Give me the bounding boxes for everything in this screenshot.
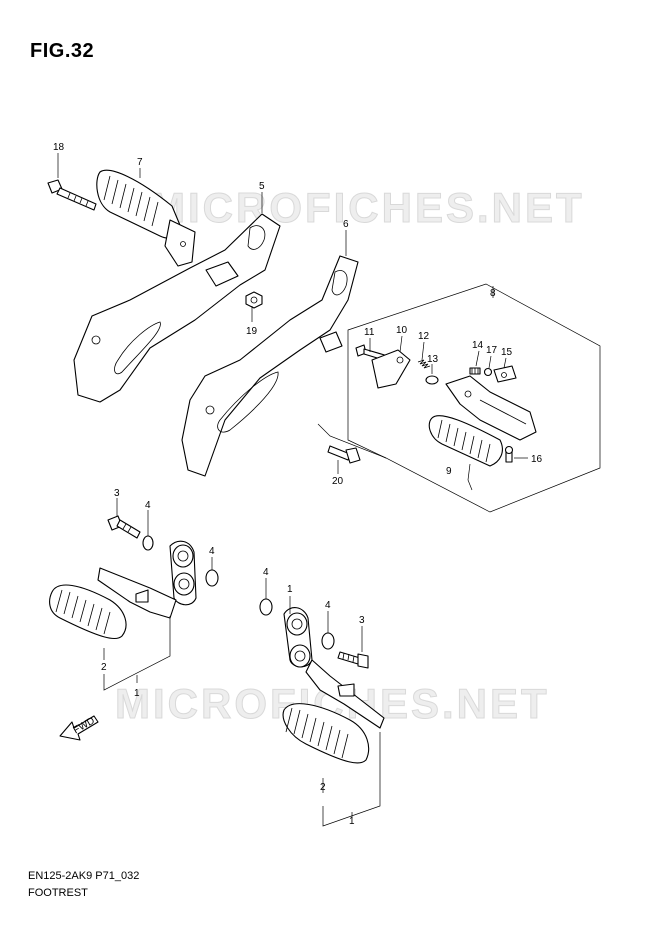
washer-4b — [205, 569, 219, 587]
callout-1-mid: 1 — [287, 584, 293, 595]
callout-3-left: 3 — [114, 488, 120, 499]
callout-20: 20 — [332, 476, 344, 487]
callout-6: 6 — [343, 219, 349, 230]
washer-4a — [142, 535, 154, 551]
callout-19: 19 — [246, 326, 258, 337]
callout-17: 17 — [486, 345, 498, 356]
callout-1-left: 1 — [134, 688, 140, 699]
callout-4-c: 4 — [263, 567, 269, 578]
bracket-6 — [181, 255, 359, 477]
callout-7: 7 — [137, 157, 143, 168]
callout-13: 13 — [427, 354, 439, 365]
figure-caption: FOOTREST — [28, 887, 88, 899]
footpeg-rubber-2-left — [49, 584, 127, 640]
callout-10: 10 — [396, 325, 408, 336]
callout-12: 12 — [418, 331, 430, 342]
figure-code: EN125-2AK9 P71_032 — [28, 870, 140, 882]
callout-4-a: 4 — [145, 500, 151, 511]
pivot-collar-left — [169, 540, 197, 606]
footrest-arm-left — [97, 567, 177, 619]
bracket-10 — [371, 349, 411, 389]
callout-15: 15 — [501, 347, 513, 358]
bracket-5 — [73, 213, 281, 403]
callout-18: 18 — [53, 142, 65, 153]
footpeg-holder-8 — [445, 375, 537, 441]
screw-14 — [469, 367, 481, 375]
nut-19 — [245, 291, 263, 309]
forward-arrow-icon: FWD — [59, 715, 99, 741]
ball-17 — [483, 367, 493, 377]
footpeg-rubber-9 — [428, 415, 503, 467]
bolt-20 — [327, 445, 361, 464]
assembly-box-8 — [347, 283, 601, 513]
callout-5: 5 — [259, 181, 265, 192]
spring-12 — [417, 359, 431, 369]
callout-4-d: 4 — [325, 600, 331, 611]
callout-14: 14 — [472, 340, 484, 351]
figure-title: FIG.32 — [30, 40, 95, 62]
callout-2-left: 2 — [101, 662, 107, 673]
callout-16: 16 — [531, 454, 543, 465]
callout-2-right: 2 — [320, 782, 326, 793]
washer-4c — [259, 598, 273, 616]
plate-15 — [493, 365, 517, 383]
watermark-top: MICROFICHES.NET — [150, 184, 585, 231]
svg-text:FWD: FWD — [72, 715, 97, 736]
footrest-arm-right — [305, 659, 385, 729]
callout-9: 9 — [446, 466, 452, 477]
pivot-collar-right — [283, 607, 313, 668]
screw-16 — [504, 445, 514, 463]
callout-3-right: 3 — [359, 615, 365, 626]
callout-11: 11 — [364, 327, 375, 338]
footpeg-rubber-2-right — [282, 703, 370, 764]
bolt-3-left — [107, 515, 141, 539]
callout-8: 8 — [490, 288, 496, 299]
bolt-18 — [47, 179, 97, 211]
washer-4d — [321, 632, 335, 650]
washer-13 — [425, 375, 439, 385]
footpeg-7 — [96, 169, 196, 267]
callout-1-right: 1 — [349, 816, 355, 827]
bolt-3-right — [337, 651, 369, 669]
callout-4-b: 4 — [209, 546, 215, 557]
